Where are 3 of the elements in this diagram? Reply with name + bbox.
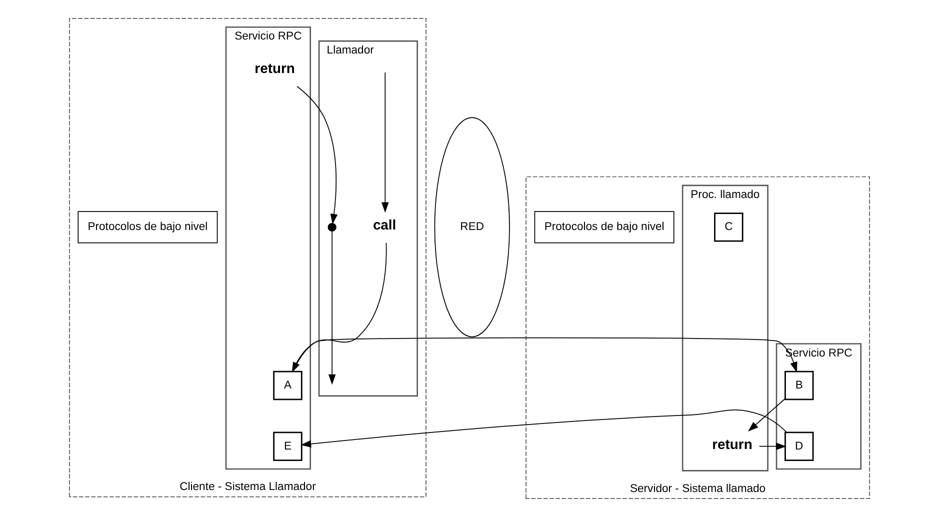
node-text: return <box>254 60 295 76</box>
node-text: call <box>372 216 396 233</box>
node-text: return <box>712 436 752 452</box>
